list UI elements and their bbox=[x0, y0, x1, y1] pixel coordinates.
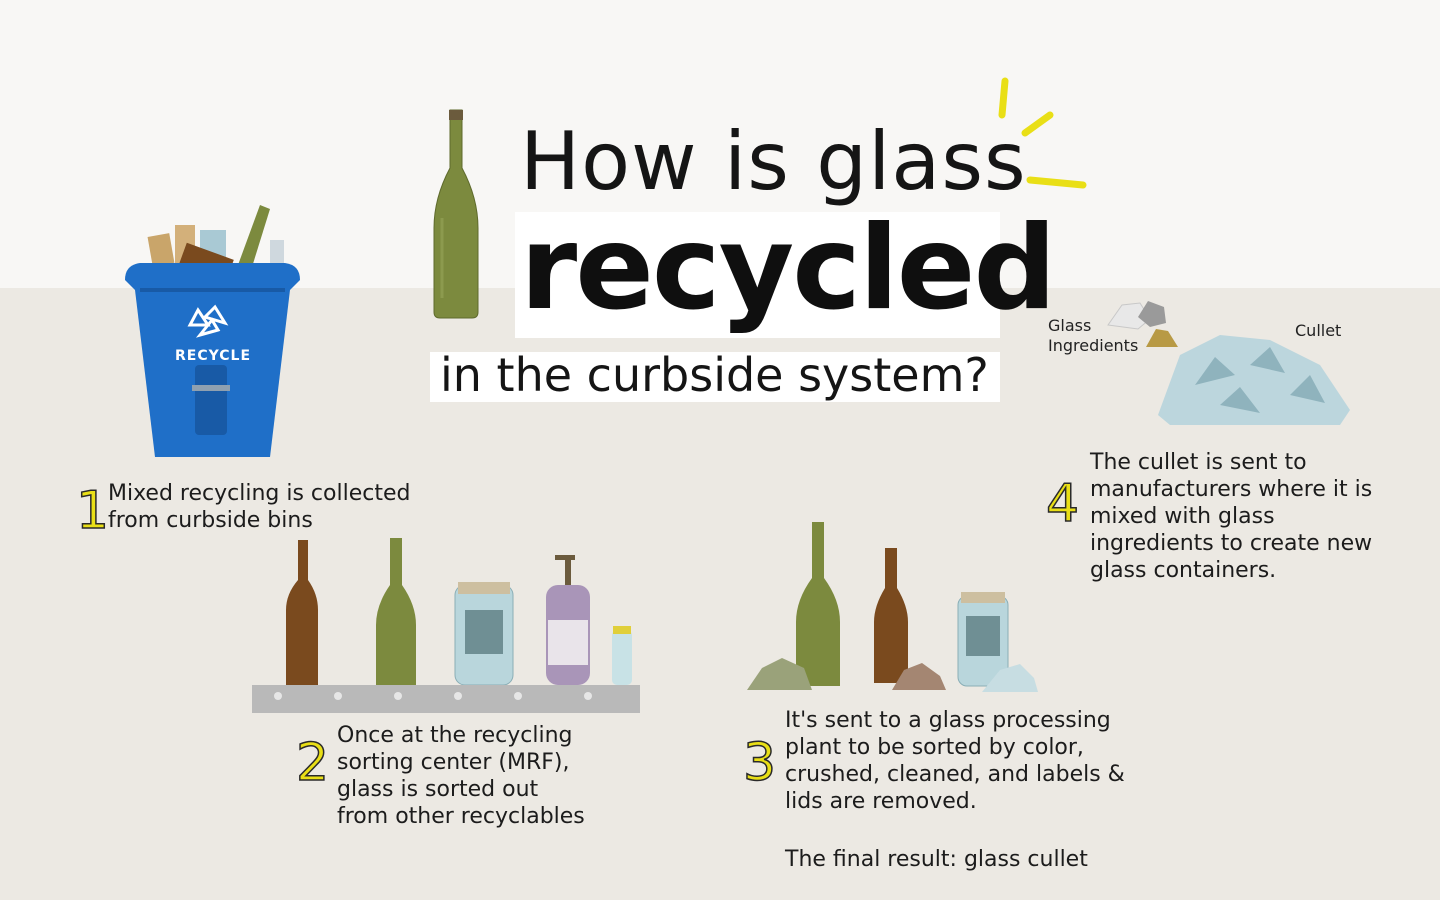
step-3-text: It's sent to a glass processing plant to… bbox=[785, 708, 1125, 814]
conveyor-illustration bbox=[252, 538, 640, 713]
glass-ingredients-label: Glass Ingredients bbox=[1048, 316, 1139, 355]
step-3-number: 3 bbox=[742, 733, 777, 793]
title-line-2: recycled bbox=[520, 201, 1056, 336]
title-line-1: How is glass bbox=[520, 115, 1027, 208]
title-line-3: in the curbside system? bbox=[440, 348, 989, 402]
step-3-result: The final result: glass cullet bbox=[785, 847, 1088, 872]
cullet-pile-illustration bbox=[1107, 301, 1350, 425]
green-bottle-icon bbox=[433, 109, 479, 319]
subtitle-highlight-box bbox=[430, 352, 1000, 402]
step-1-text: Mixed recycling is collected from curbsi… bbox=[108, 481, 411, 533]
step-2-number: 2 bbox=[295, 733, 330, 793]
step-1-number: 1 bbox=[75, 481, 110, 541]
step-4-text: The cullet is sent to manufacturers wher… bbox=[1090, 450, 1373, 583]
cullet-label: Cullet bbox=[1295, 321, 1342, 340]
bin-label: RECYCLE bbox=[175, 348, 252, 364]
step-4-number: 4 bbox=[1045, 474, 1080, 534]
recycle-bin-icon bbox=[125, 205, 300, 457]
sparkle-icon bbox=[998, 77, 1087, 189]
sorted-glass-illustration bbox=[747, 522, 1038, 692]
title-highlight-box bbox=[515, 212, 1000, 338]
step-2-text: Once at the recycling sorting center (MR… bbox=[337, 723, 585, 829]
